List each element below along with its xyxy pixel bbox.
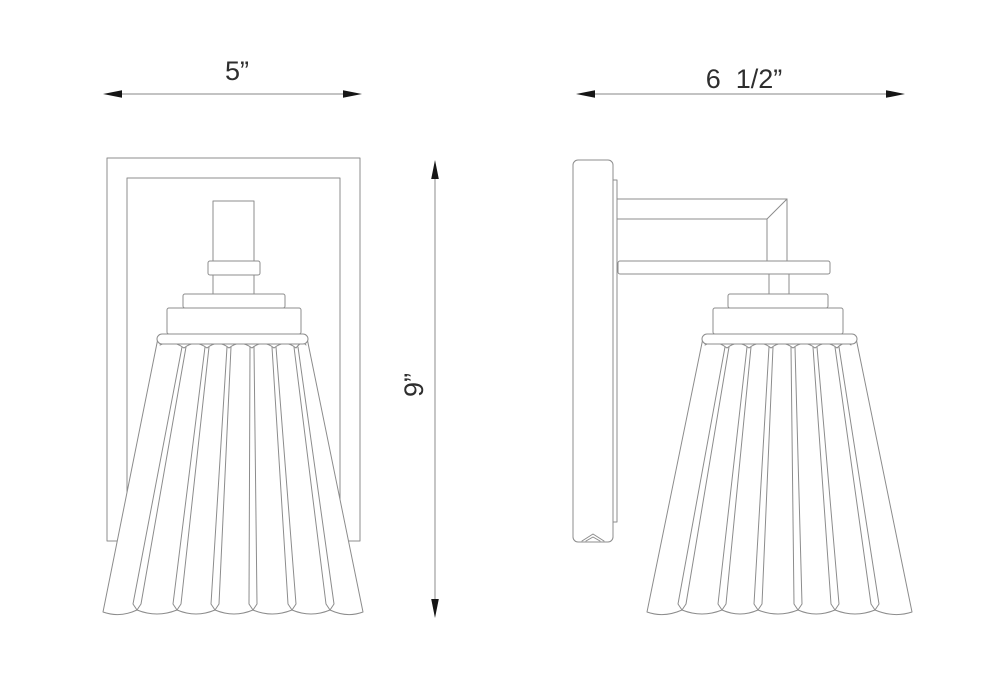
- front-shade-rim: [156, 333, 309, 345]
- side-backplate-face-edge: [612, 179, 618, 523]
- front-collar: [207, 260, 261, 276]
- arrow-down-icon: [431, 599, 439, 618]
- front-stem-lower: [212, 274, 255, 295]
- front-fitter-step-2: [166, 307, 302, 335]
- dimension-height: 9”: [399, 160, 439, 618]
- front-shade: [102, 333, 364, 616]
- side-shade-rim: [701, 333, 858, 345]
- side-depth-dimension-label: 6 1/2”: [706, 64, 783, 94]
- side-arm: [616, 198, 788, 262]
- dimension-side-depth: 6 1/2”: [576, 64, 905, 98]
- side-fitter-step-2: [712, 307, 844, 335]
- side-arm-drop-tube: [766, 198, 788, 262]
- side-arm-corner-chamfer: [766, 198, 788, 220]
- side-backplate-bottom-detail: [581, 533, 605, 542]
- front-width-dimension-label: 5”: [225, 56, 249, 86]
- side-shade-cone: [646, 337, 913, 616]
- side-shade-pleats: [677, 346, 880, 611]
- dimension-front-width: 5”: [103, 56, 362, 98]
- side-crossbar: [617, 260, 831, 275]
- arrow-left-icon: [576, 90, 595, 98]
- front-shade-pleats: [132, 346, 335, 611]
- front-shade-cone: [102, 337, 364, 616]
- side-backplate: [572, 159, 614, 543]
- arrow-right-icon: [886, 90, 905, 98]
- side-shade: [646, 333, 913, 616]
- front-view: [102, 157, 364, 616]
- side-fitter-step-1: [727, 293, 829, 309]
- front-stem-upper: [212, 200, 255, 264]
- arrow-right-icon: [343, 90, 362, 98]
- height-dimension-label: 9”: [399, 373, 429, 397]
- side-stem-lower: [768, 273, 790, 295]
- side-view: [572, 159, 913, 616]
- arrow-left-icon: [103, 90, 122, 98]
- front-fitter-step-1: [182, 293, 286, 309]
- arrow-up-icon: [431, 160, 439, 179]
